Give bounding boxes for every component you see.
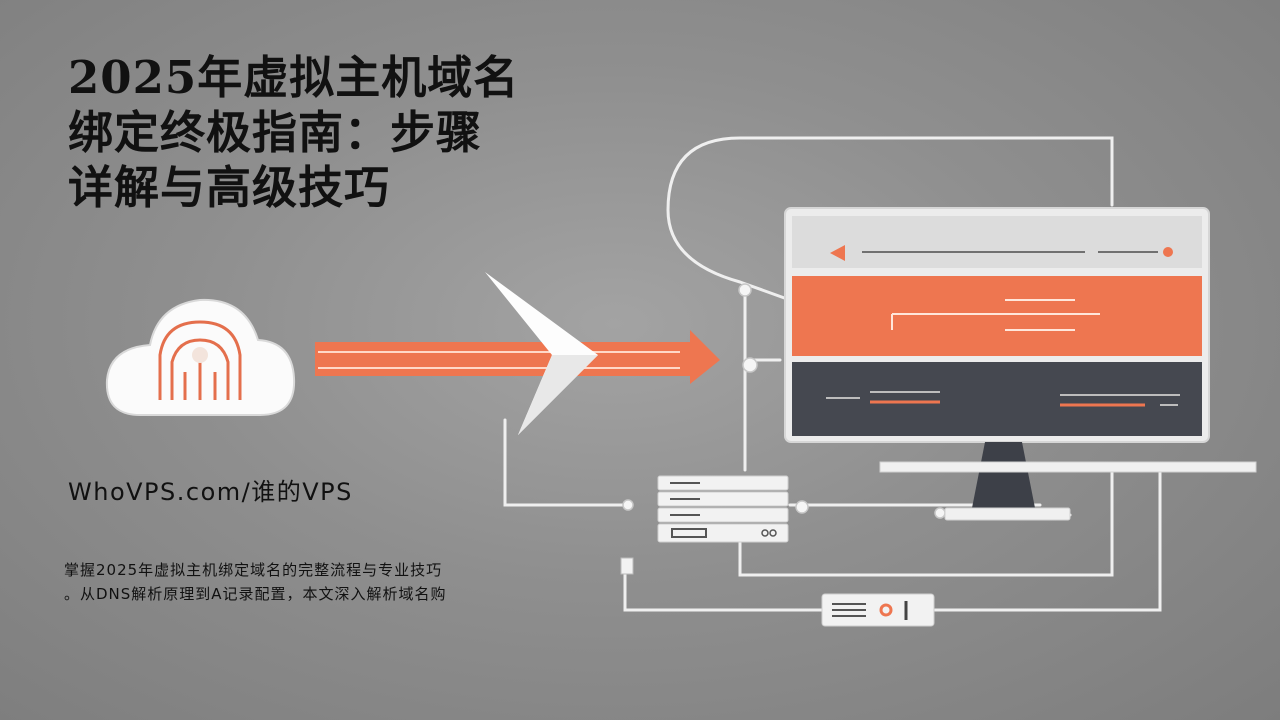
monitor-icon: [784, 207, 1257, 521]
site-name: WhoVPS.com/谁的VPS: [68, 478, 353, 506]
cloud-server-icon: [105, 298, 296, 416]
cable-lines: [503, 136, 1162, 612]
title-line-2: 绑定终极指南：步骤: [68, 106, 483, 159]
title-line-1: 2025年虚拟主机域名: [68, 51, 520, 104]
title-line-3: 详解与高级技巧: [68, 161, 391, 214]
connection-nodes: [622, 283, 946, 519]
network-device-icon: [620, 557, 935, 627]
description-line-2: 。从DNS解析原理到A记录配置，本文深入解析域名购: [64, 585, 447, 603]
arrow-icon: [315, 272, 720, 435]
page-title: 2025年虚拟主机域名 绑定终极指南：步骤 详解与高级技巧: [68, 50, 588, 215]
description: 掌握2025年虚拟主机绑定域名的完整流程与专业技巧 。从DNS解析原理到A记录配…: [64, 558, 564, 606]
server-rack-icon: [657, 475, 789, 543]
description-line-1: 掌握2025年虚拟主机绑定域名的完整流程与专业技巧: [64, 561, 443, 579]
